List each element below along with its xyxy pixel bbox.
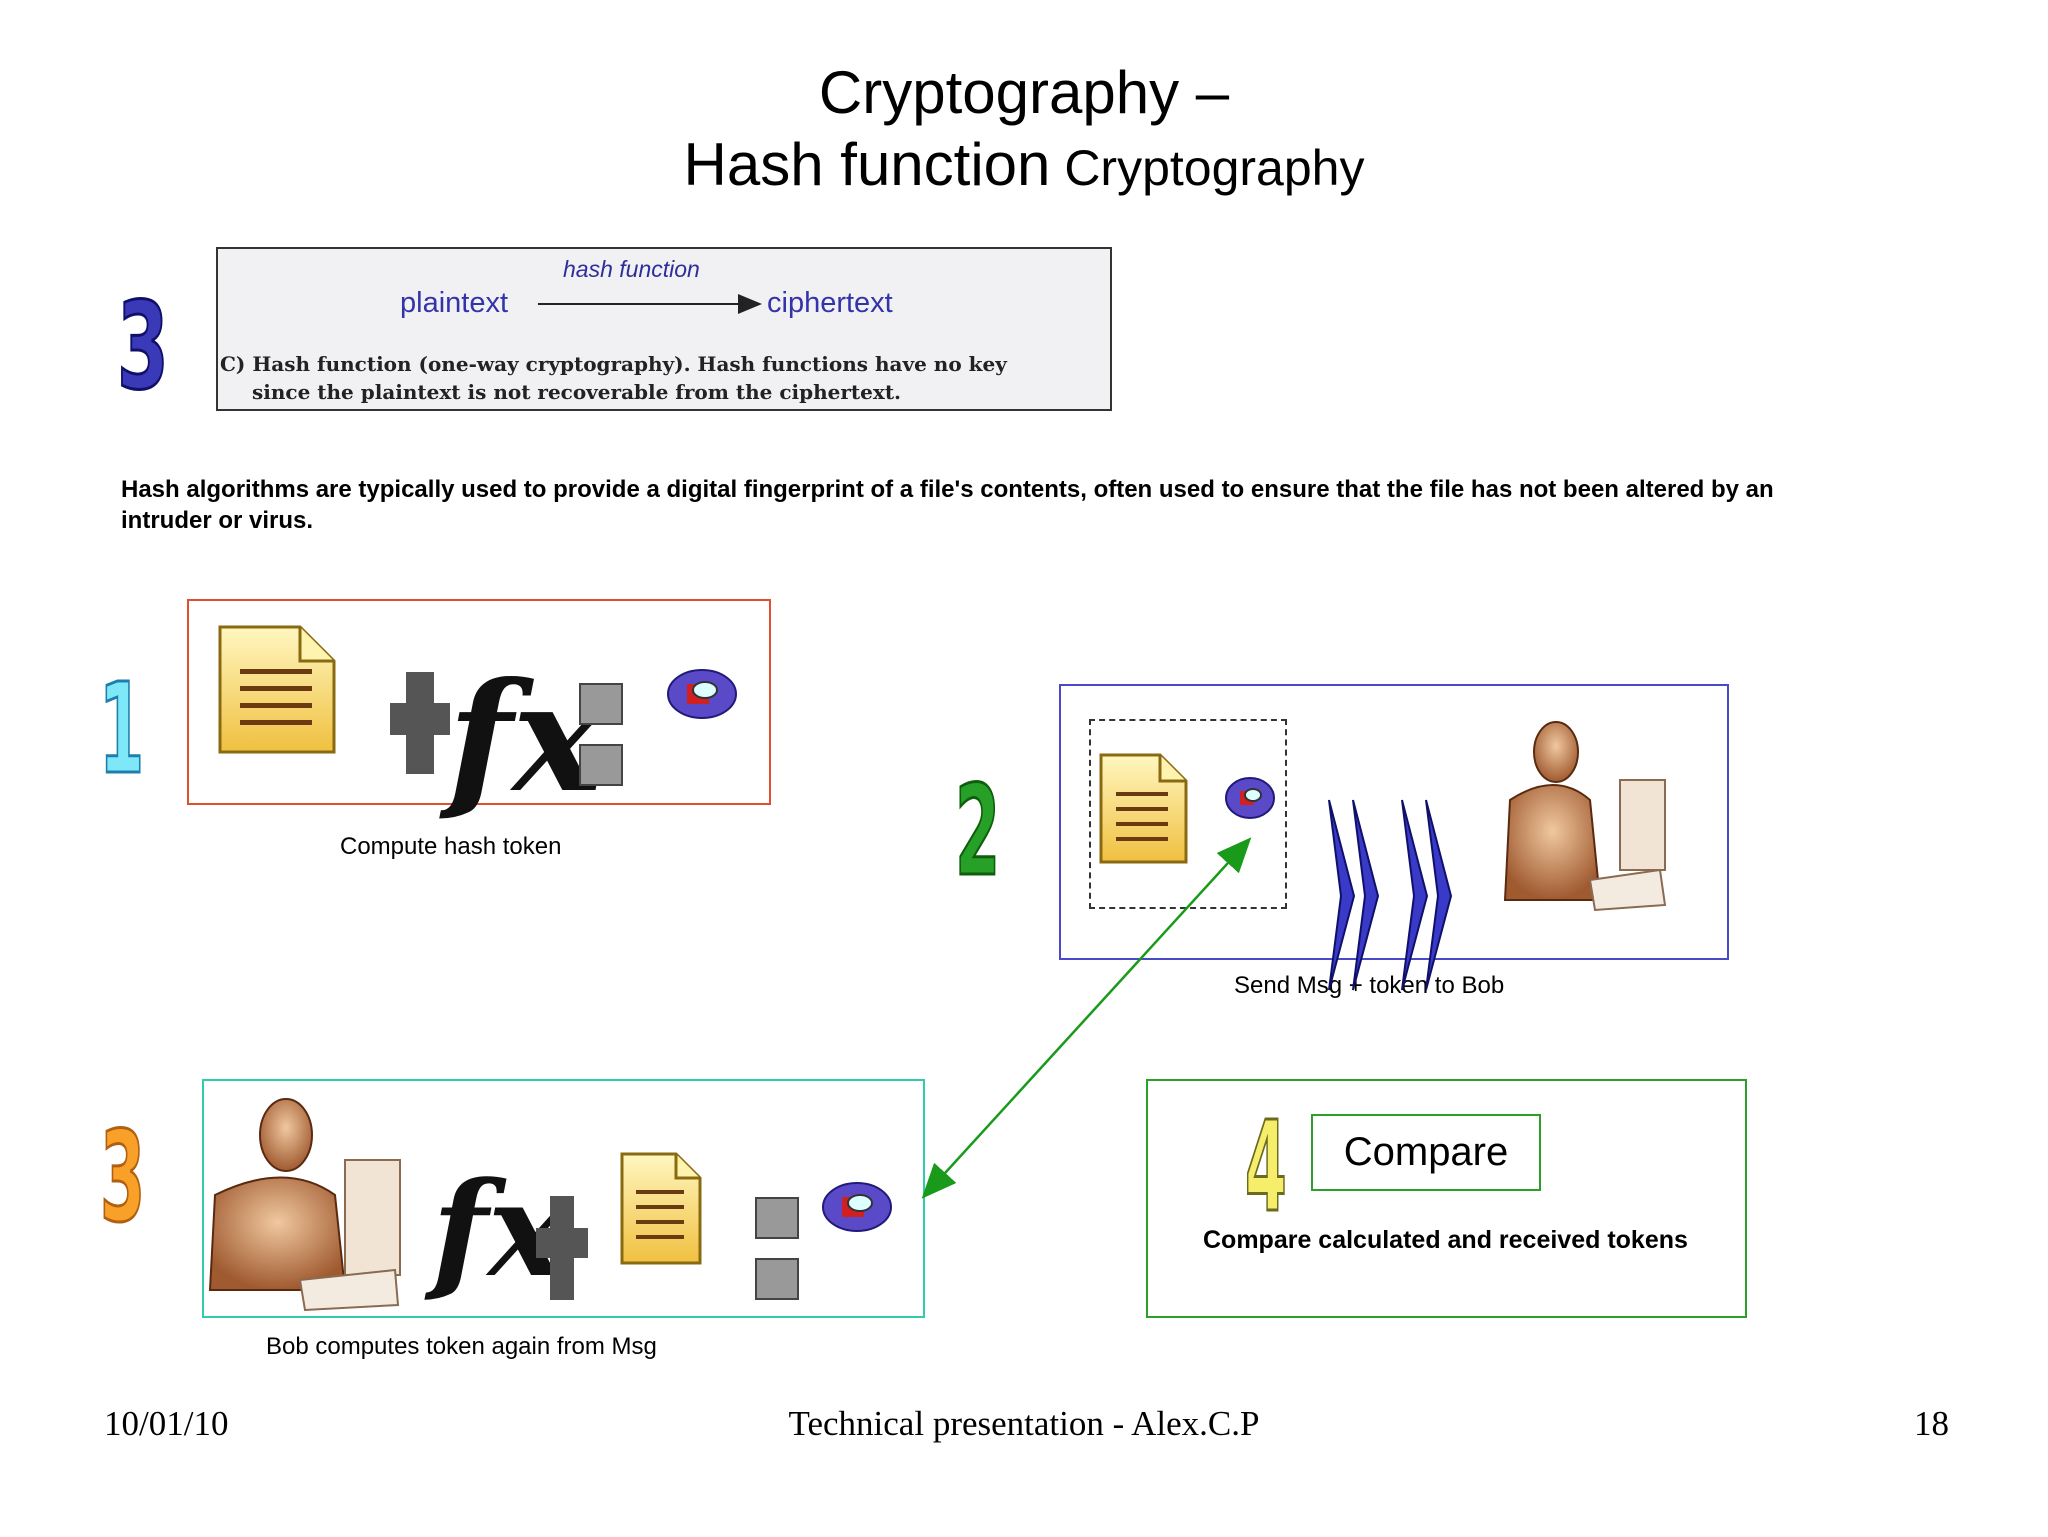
slide-title-line2: Hash function Cryptography: [0, 130, 2048, 203]
equals-icon-step3: [755, 1197, 799, 1300]
step3-caption: Bob computes token again from Msg: [266, 1333, 657, 1360]
footer-title: Technical presentation - Alex.C.P: [788, 1404, 1260, 1443]
disk-icon: [667, 669, 737, 719]
person-computer-icon-step3: [208, 1098, 401, 1312]
fx-icon: fx: [439, 650, 604, 826]
plus-icon-step3: [536, 1196, 588, 1300]
svg-text:3: 3: [117, 276, 169, 417]
svg-text:fx: fx: [439, 650, 604, 826]
footer-page-number: 18: [1914, 1404, 1949, 1443]
svg-text:2: 2: [955, 760, 1000, 904]
svg-text:3: 3: [100, 1106, 145, 1250]
lead-paragraph: Hash algorithms are typically used to pr…: [121, 476, 1774, 534]
diagram-note-line2: since the plaintext is not recoverable f…: [252, 380, 902, 404]
hash-function-diagram: [216, 247, 1112, 411]
plus-icon: [390, 672, 450, 774]
title-small: Cryptography: [1050, 140, 1365, 196]
document-icon-step2: [1099, 753, 1188, 864]
diagram-note-line1: C) Hash function (one-way cryptography).…: [220, 352, 1007, 376]
step1-box: [187, 599, 771, 805]
plaintext-label: plaintext: [400, 287, 509, 319]
disk-icon-step3: [822, 1182, 892, 1232]
compare-label: Compare: [1311, 1114, 1541, 1191]
step2-caption: Send Msg + token to Bob: [1234, 972, 1505, 999]
document-icon: [218, 625, 336, 754]
ciphertext-label: ciphertext: [767, 287, 893, 319]
compare-link-arrow: [921, 837, 1252, 1199]
diagram-note: C) Hash function (one-way cryptography).…: [220, 350, 1100, 406]
send-arrows-icon: [1328, 799, 1453, 991]
footer-date: 10/01/10: [104, 1404, 229, 1443]
slide-title-line1: Cryptography –: [818, 59, 1230, 126]
svg-text:4: 4: [1245, 1095, 1287, 1240]
step-number-2: 2: [954, 759, 1001, 905]
step1-caption: Compute hash token: [340, 833, 562, 860]
step-number-3-top: 3: [116, 275, 170, 418]
equals-icon: [579, 683, 623, 786]
step4-caption: Compare calculated and received tokens: [1203, 1226, 1688, 1254]
step-number-4: 4: [1244, 1094, 1288, 1241]
disk-icon-step2: [1225, 777, 1275, 819]
step-number-3: 3: [99, 1105, 146, 1251]
document-icon-step3: [620, 1152, 702, 1265]
person-computer-icon: [1503, 721, 1667, 912]
step2-box: [1059, 684, 1729, 960]
svg-text:1: 1: [99, 658, 144, 802]
step-number-1: 1: [98, 657, 145, 803]
arrow-label: hash function: [563, 256, 700, 282]
title-main: Hash function: [683, 131, 1051, 198]
